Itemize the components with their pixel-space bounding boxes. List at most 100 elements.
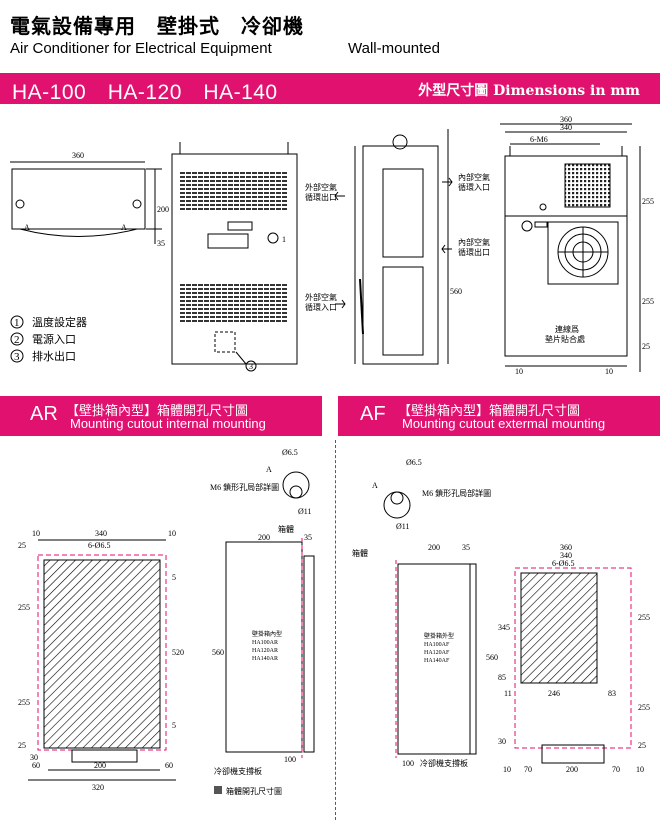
dim-560: 560 [450,287,462,296]
ar-d65: Ø6.5 [282,448,298,457]
af-code: AF [360,403,386,425]
af-s35: 35 [462,543,470,552]
ar-w340: 340 [95,529,107,538]
ar-code: AR [30,403,58,425]
ar-m60a: 60 [32,761,40,770]
ar-m10a: 10 [32,529,40,538]
inside-air-out-1: 內部空氣 [458,237,490,247]
title-chinese: 電氣設備專用 壁掛式 冷卻機 [10,14,304,38]
label-a-left: A [24,223,30,232]
af-b200: 200 [566,765,578,774]
af-bracket: 冷卻機支撐板 [420,758,468,768]
label-a-right: A [121,223,127,232]
outside-air-out-1: 外部空氣 [305,182,337,192]
ar-model2: HA120AR [252,648,278,654]
dim-255-b: 255 [642,297,654,306]
svg-text:溫度設定器: 溫度設定器 [32,315,87,329]
ar-s35: 35 [304,533,312,542]
af-section-bar [338,396,660,436]
svg-text:排水出口: 排水出口 [32,349,76,363]
ar-m30: 30 [30,753,38,762]
ar-m25b: 25 [18,741,26,750]
ar-box: 箱體 [278,524,294,534]
af-w246: 246 [548,689,560,698]
ar-model-title: 壁掛箱內型 [252,630,282,638]
model-list: HA-100 HA-120 HA-140 [12,81,278,104]
dim-25: 25 [642,342,650,351]
gasket-note-1: 連線爲 [555,324,579,334]
inside-air-in-2: 循環入口 [458,182,490,192]
dim-6-m6: 6-M6 [530,135,548,144]
af-w340: 340 [560,551,572,560]
af-w83: 83 [608,689,616,698]
af-model2: HA120AF [424,650,450,656]
ar-w320: 320 [92,783,104,792]
af-m30: 30 [498,737,506,746]
ar-m6: M6 鎖形孔局部詳圖 [210,482,279,492]
af-b70a: 70 [524,765,532,774]
svg-text:1: 1 [14,317,20,329]
af-title-zh: 【壁掛箱內型】箱體開孔尺寸圖 [398,404,581,419]
ar-h520: 520 [172,648,184,657]
dim-35: 35 [157,239,165,248]
section-divider [335,440,336,820]
dim-10-a: 10 [515,367,523,376]
af-d65: Ø6.5 [406,458,422,467]
outside-air-in-2: 循環入口 [305,302,337,312]
svg-text:電源入口: 電源入口 [32,332,76,346]
callout-1: 1 [282,235,286,244]
af-s100: 100 [402,759,414,768]
af-h560: 560 [486,653,498,662]
af-cutout-drawing: Ø6.5 A M6 鎖形孔局部詳圖 Ø11 箱體 200 35 560 100 … [352,458,650,774]
svg-text:2: 2 [14,334,20,346]
svg-text:3: 3 [14,351,20,363]
af-h85: 85 [498,673,506,682]
ar-title-en: Mounting cutout internal mounting [70,416,266,431]
dim-back-340: 340 [560,123,572,132]
af-m25: 25 [638,741,646,750]
af-m11: 11 [504,689,512,698]
ar-h255b: 255 [18,698,30,707]
ar-a: A [266,465,272,474]
af-title-en: Mounting cutout extermal mounting [402,416,606,431]
af-w360: 360 [560,543,572,552]
af-model-title: 壁掛箱外型 [424,632,454,640]
af-model1: HA100AF [424,642,450,648]
af-b70b: 70 [612,765,620,774]
af-h255a: 255 [638,613,650,622]
ar-model1: HA100AR [252,640,278,646]
ar-m60b: 60 [165,761,173,770]
title-english: Air Conditioner for Electrical Equipment [10,40,272,57]
ar-s200: 200 [258,533,270,542]
ar-cutout-drawing: Ø6.5 A M6 鎖形孔局部詳圖 Ø11 箱體 340 6-Ø6.5 255 … [18,448,315,796]
ar-s100: 100 [284,755,296,764]
legend-item: 1 溫度設定器 [10,315,87,329]
models-bar [0,73,660,104]
title-wall-mounted: Wall-mounted [348,40,440,57]
ar-section-bar [0,396,322,436]
dim-10-b: 10 [605,367,613,376]
ar-h255a: 255 [18,603,30,612]
ar-m10b: 10 [168,529,176,538]
ar-h560: 560 [212,648,224,657]
dim-200: 200 [157,205,169,214]
legend-item: 2 電源入口 [10,332,76,346]
af-a: A [372,481,378,490]
ar-holes: 6-Ø6.5 [88,541,110,550]
ar-model3: HA140AR [252,656,278,662]
af-model3: HA140AF [424,658,450,664]
outside-air-in-1: 外部空氣 [305,292,337,302]
af-h345: 345 [498,623,510,632]
ar-d11: Ø11 [298,507,311,516]
callout-3: 3 [249,362,253,371]
ar-w200: 200 [94,761,106,770]
gasket-note-2: 墊片貼合處 [545,334,585,344]
af-d11: Ø11 [396,522,409,531]
ar-bracket: 冷卻機支撐板 [214,766,262,776]
ar-title-zh: 【壁掛箱內型】箱體開孔尺寸圖 [66,404,249,419]
dimensions-label: 外型尺寸圖 Dimensions in mm [418,83,640,99]
ar-cutout-legend: 箱體開孔尺寸圖 [226,786,282,796]
af-holes: 6-Ø6.5 [552,559,574,568]
inside-air-in-1: 內部空氣 [458,172,490,182]
af-h255b: 255 [638,703,650,712]
